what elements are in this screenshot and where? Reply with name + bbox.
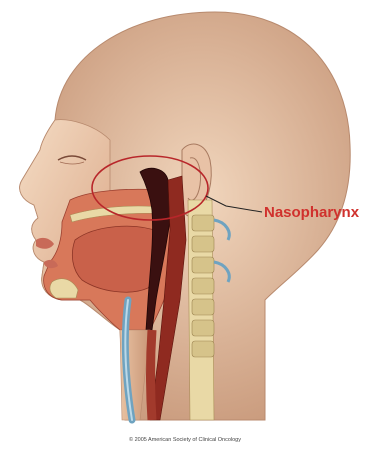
copyright-text: © 2005 American Society of Clinical Onco… <box>0 437 370 443</box>
esophagus <box>151 330 153 420</box>
nasopharynx-label: Nasopharynx <box>264 204 359 221</box>
